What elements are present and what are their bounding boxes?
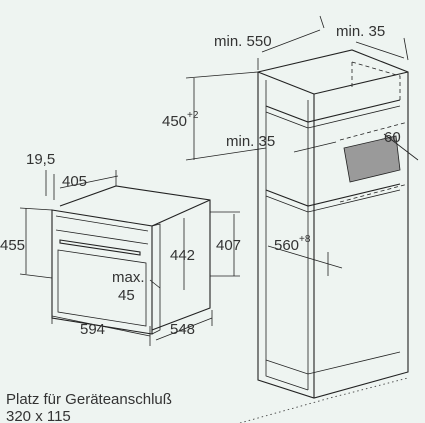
dim-560-line	[267, 245, 343, 269]
dimension-lines	[19, 15, 419, 346]
cabinet-inner-left	[265, 80, 309, 391]
niche-shelf-edge	[265, 189, 401, 213]
note-line1: Platz für Geräteanschluß	[6, 391, 172, 408]
oven-top-edge	[151, 199, 211, 227]
dim-min35-top-tick	[403, 37, 409, 61]
cabinet-side-top-edge	[313, 71, 409, 95]
oven-handle	[59, 239, 141, 256]
label-max45-line1: max.	[112, 269, 145, 286]
dim-min35-top-line	[355, 41, 405, 59]
hidden-line-vent	[339, 121, 409, 141]
dim-min550-line	[261, 29, 321, 53]
hidden-line-vent-low	[339, 183, 409, 203]
dim-max45-leader	[149, 279, 161, 289]
label-19-5: 19,5	[26, 151, 55, 168]
upper-shelf	[265, 99, 401, 123]
dim-450-ext-bottom	[185, 147, 267, 161]
label-560: 560+8	[274, 234, 311, 254]
niche-shelf	[265, 183, 401, 207]
dim-594-line	[51, 315, 151, 337]
connection-area-outline	[239, 377, 409, 423]
oven-control-strip	[55, 229, 149, 245]
label-min35-top: min. 35	[336, 23, 385, 40]
label-max45-line2: 45	[118, 287, 135, 304]
label-548: 548	[170, 321, 195, 338]
plinth-line	[265, 351, 401, 375]
label-560-tolerance: +8	[299, 234, 311, 245]
note-line2: 320 x 115	[6, 408, 71, 423]
label-407: 407	[216, 237, 241, 254]
label-594: 594	[80, 321, 105, 338]
hidden-line-top	[351, 61, 401, 100]
ventilation-slot	[343, 135, 401, 183]
label-405: 405	[62, 173, 87, 190]
label-60: 60	[384, 129, 401, 146]
dim-455-ext-bottom	[19, 273, 53, 279]
label-min35-mid: min. 35	[226, 133, 275, 150]
label-min550: min. 550	[214, 33, 272, 50]
oven-front-inset	[55, 215, 149, 232]
dim-450-ext-top	[185, 71, 259, 79]
oven-door	[57, 249, 147, 327]
dim-min35-mid-line	[293, 141, 337, 153]
cabinet-front-top-edge	[257, 71, 315, 95]
oven	[51, 185, 211, 335]
dim-60-line	[383, 133, 419, 161]
dim-405-line	[59, 175, 119, 189]
dim-455-ext-top	[19, 207, 53, 211]
cabinet-outline	[257, 49, 409, 399]
label-455: 455	[0, 237, 25, 254]
dimension-labels: min. 550 min. 35 450+2 min. 35 60 560+8 …	[0, 23, 401, 338]
dim-548-line	[155, 317, 213, 341]
upper-shelf-edge	[265, 105, 401, 129]
dim-min550-tick-b	[319, 15, 325, 29]
connection-note: Platz für Geräteanschluß 320 x 115	[6, 391, 172, 423]
label-450: 450+2	[162, 110, 199, 130]
tall-cabinet	[239, 49, 409, 423]
label-450-tolerance: +2	[187, 110, 199, 121]
oven-side-rim	[151, 223, 161, 335]
label-442: 442	[170, 247, 195, 264]
